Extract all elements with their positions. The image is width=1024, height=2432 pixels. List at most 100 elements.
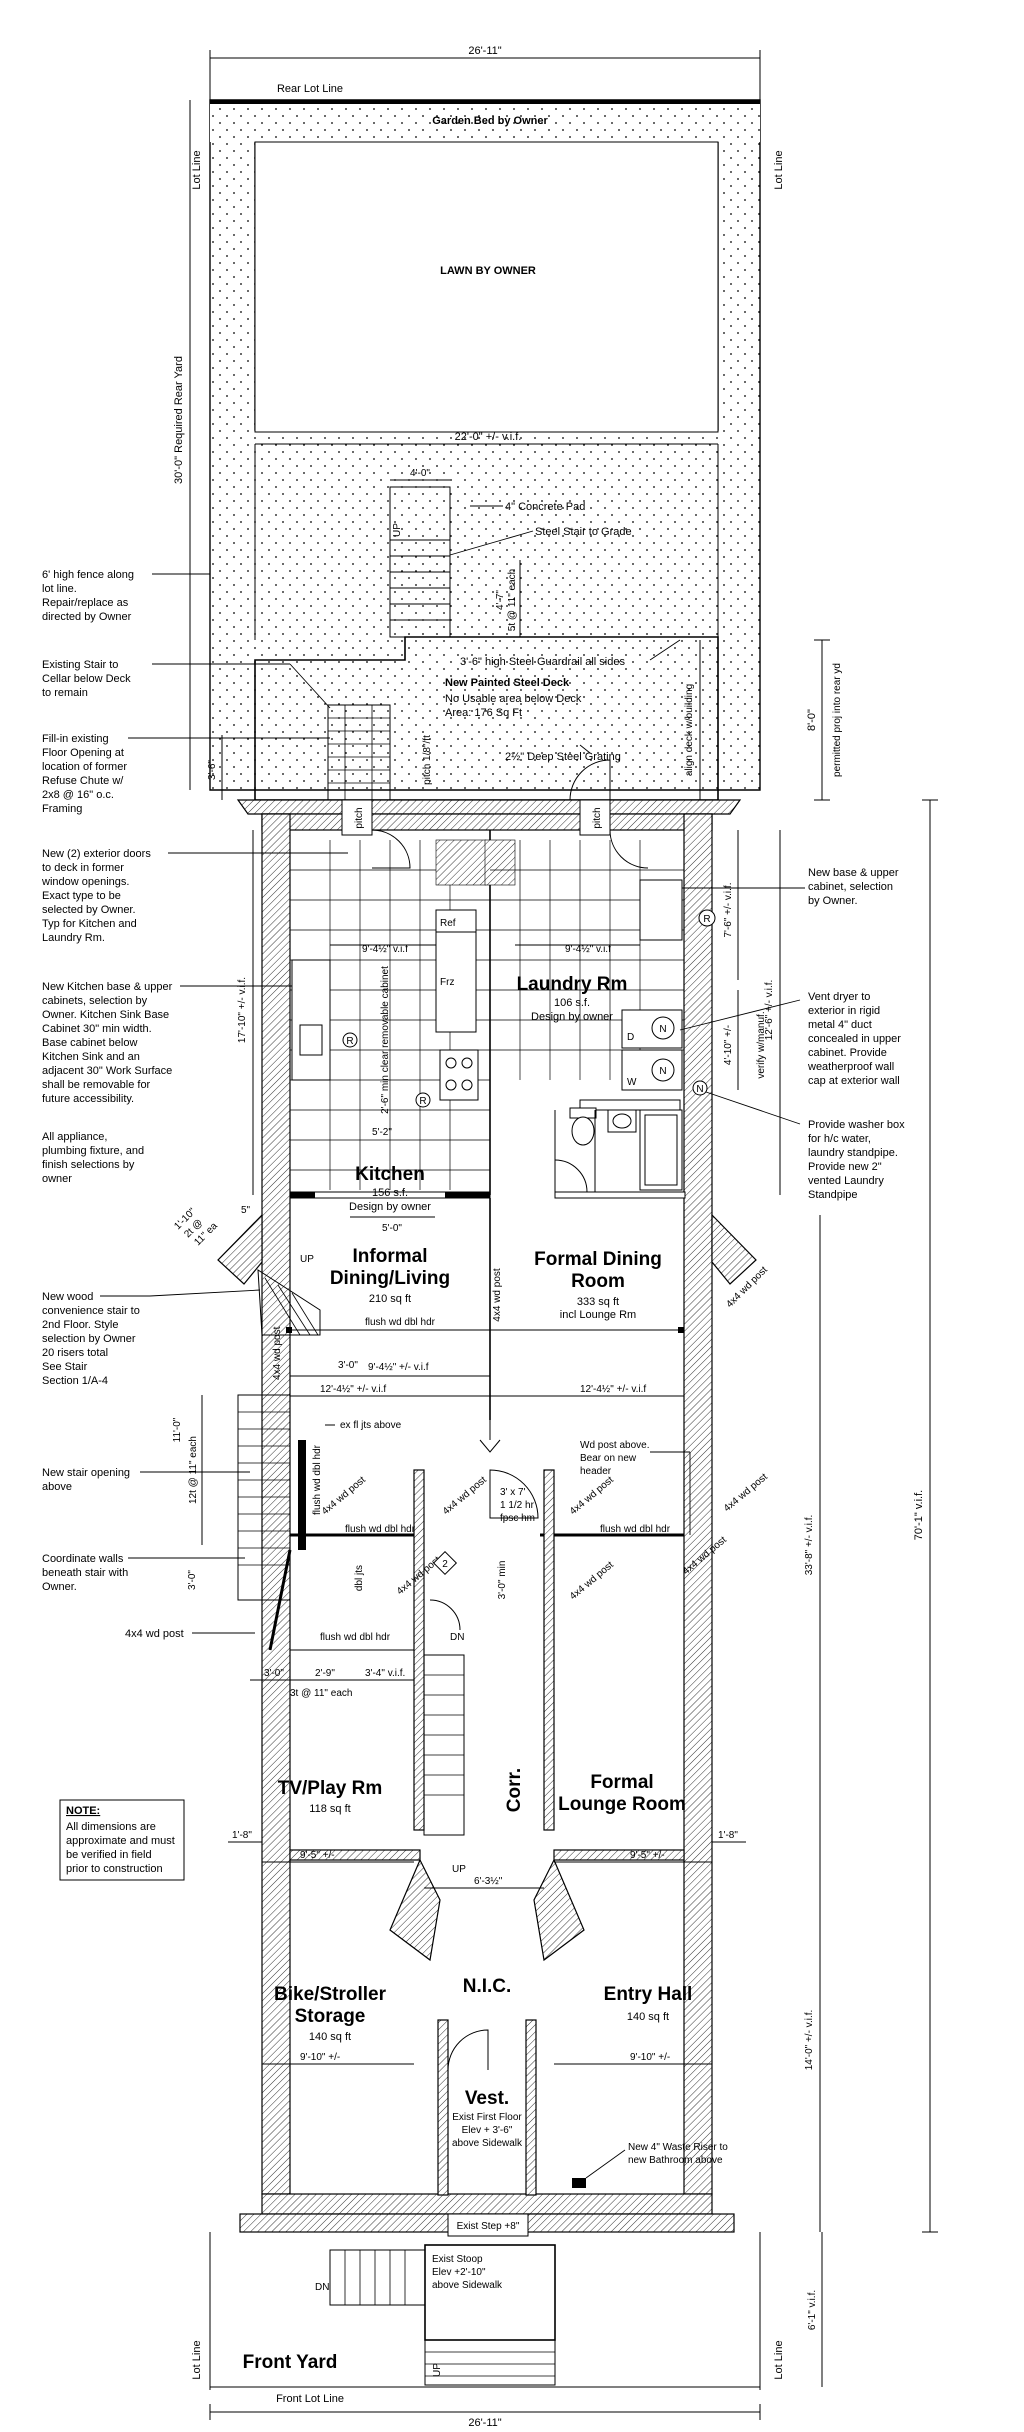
post-a: 4x4 wd post: [320, 1474, 368, 1517]
kitchen-cab-7: adjacent 30" Work Surface: [42, 1065, 172, 1077]
base-upper-2: cabinet, selection: [808, 881, 893, 893]
fill-in-2: Floor Opening at: [42, 747, 124, 759]
dim-11-0: 11'-0": [172, 1417, 183, 1442]
stair-opening-2: above: [42, 1481, 72, 1493]
fence-1: 6' high fence along: [42, 569, 134, 581]
kitchen-cab-2: cabinets, selection by: [42, 995, 148, 1007]
left-stair-header: flush wd dbl hdr: [312, 1444, 323, 1515]
vent-dryer-7: cap at exterior wall: [808, 1075, 900, 1087]
steel-stair-label: Steel Stair to Grade: [535, 526, 632, 538]
kitchen-cab-8: shall be removable for: [42, 1079, 151, 1091]
dim-5-0: 5'-0": [382, 1223, 402, 1234]
exist-step: Exist Step +8": [457, 2221, 520, 2232]
dim-3-0-top: 3'-0": [338, 1360, 358, 1371]
new-doors-7: Laundry Rm.: [42, 932, 105, 944]
existing-stair-3: to remain: [42, 687, 88, 699]
right-dimensions: 70'-1" v.i.f. 33'-8" +/- v.i.f. 14'-0" +…: [723, 799, 938, 2233]
fpsc-1: 3' x 7': [500, 1487, 526, 1498]
front-yard: Exist Step +8" DN Exist Stoop Elev +2'-1…: [191, 2213, 823, 2429]
deck-area: Area: 176 Sq Ft: [445, 707, 522, 719]
lot-line-left-rear: Lot Line: [191, 150, 203, 189]
fill-in-5: 2x8 @ 16" o.c.: [42, 789, 114, 801]
lounge-name1: Formal: [590, 1772, 653, 1793]
washer-box-n-label: N: [696, 1084, 703, 1095]
pitch-label-laundry: pitch: [592, 807, 603, 828]
dim-7-6: 7'-6" +/- v.i.f.: [723, 882, 734, 937]
wood-stair-4: selection by Owner: [42, 1333, 136, 1345]
wd-post-3: header: [580, 1466, 612, 1477]
appliance-3: finish selections by: [42, 1159, 135, 1171]
kitchen-name: Kitchen: [355, 1164, 425, 1185]
front-yard-depth: 6'-1" v.i.f.: [807, 2290, 818, 2330]
waste-riser-2: new Bathroom above: [628, 2155, 723, 2166]
dim-12-4-left: 12'-4½" +/- v.i.f: [320, 1384, 386, 1395]
appliance-1: All appliance,: [42, 1131, 107, 1143]
tv-and-lounge: flush wd dbl hdr 3'-0" 2'-9" 3'-4" v.i.f…: [228, 1632, 746, 1889]
building-walls: [217, 799, 757, 2233]
informal-header: flush wd dbl hdr: [365, 1317, 436, 1328]
fill-in-6: Framing: [42, 803, 82, 815]
dim-33-8: 33'-8" +/- v.i.f.: [804, 1515, 815, 1576]
vest-note-2: Elev + 3'-6": [462, 2125, 513, 2136]
center-post-label: 4x4 wd post: [492, 1268, 503, 1322]
waste-riser-1: New 4" Waste Riser to: [628, 2142, 728, 2153]
rear-lot-line-label: Rear Lot Line: [277, 83, 343, 95]
dim-4-10: 4'-10" +/-: [723, 1025, 734, 1065]
dim-14-0: 14'-0" +/- v.i.f.: [804, 2010, 815, 2071]
informal-name2: Dining/Living: [330, 1268, 450, 1289]
garden-bed-label: Garden Bed by Owner: [432, 115, 548, 127]
washer-w-label: W: [627, 1077, 637, 1088]
two-marker: 2: [442, 1559, 448, 1570]
vent-dryer-1: Vent dryer to: [808, 991, 870, 1003]
align-deck-label: align deck w/building: [684, 684, 695, 776]
base-upper-1: New base & upper: [808, 867, 899, 879]
stoop-1: Exist Stoop: [432, 2254, 483, 2265]
dim-3-4: 3'-4" v.i.f.: [365, 1668, 405, 1679]
new-doors-6: Typ for Kitchen and: [42, 918, 137, 930]
required-rear-yard-dim: 30'-0" Required Rear Yard: [173, 356, 185, 484]
kitchen-cab-4: Cabinet 30" min width.: [42, 1023, 152, 1035]
informal-name1: Informal: [353, 1246, 428, 1267]
fill-in-3: location of former: [42, 761, 127, 773]
washer-box-6: Standpipe: [808, 1189, 858, 1201]
corr-label: Corr.: [504, 1768, 525, 1812]
interior-partitions: [286, 830, 686, 2196]
bike-name1: Bike/Stroller: [274, 1984, 387, 2005]
dim-1-8-left: 1'-8": [232, 1830, 252, 1841]
laundry-r-label: R: [703, 914, 710, 925]
verify-manuf: verify w/manuf.: [756, 1011, 767, 1078]
post-note: 4x4 wd post: [125, 1628, 184, 1640]
deck-projection-note: permitted proj into rear yd: [832, 663, 843, 777]
wood-stair-6: See Stair: [42, 1361, 88, 1373]
left-post-label: 4x4 wd post: [272, 1326, 283, 1380]
wood-stair-3: 2nd Floor. Style: [42, 1319, 118, 1331]
front-lot-line-label: Front Lot Line: [276, 2393, 344, 2405]
post-d: 4x4 wd post: [722, 1471, 770, 1514]
note-body-1: All dimensions are: [66, 1821, 156, 1833]
deck-projection-dim: 8'-0": [806, 709, 818, 731]
bike-name2: Storage: [295, 2006, 366, 2027]
new-doors-2: to deck in former: [42, 862, 124, 874]
vent-dryer-2: exterior in rigid: [808, 1005, 880, 1017]
deck-title: New Painted Steel Deck: [445, 677, 570, 689]
dim-5-2: 5'-2": [372, 1127, 392, 1138]
dim-6-3: 6'-3½": [474, 1876, 503, 1887]
deck-left-dim: 3'-6": [207, 760, 218, 780]
vent-dryer-4: concealed in upper: [808, 1033, 901, 1045]
stair-opening-1: New stair opening: [42, 1467, 130, 1479]
dim-9-4: 9'-4½" +/- v.i.f: [368, 1362, 429, 1373]
informal-area: 210 sq ft: [369, 1293, 411, 1305]
deck-up-label: UP: [392, 523, 403, 537]
formal-dining-name2: Room: [571, 1271, 625, 1292]
fence-2: lot line.: [42, 583, 77, 595]
washer-box-5: vented Laundry: [808, 1175, 884, 1187]
grating-label: 2½" Deep Steel Grating: [505, 751, 621, 763]
coordinate-2: beneath stair with: [42, 1567, 128, 1579]
formal-dining-incl: incl Lounge Rm: [560, 1309, 636, 1321]
kitchen-r-icon: [342, 1032, 358, 1048]
stair-treads-dim: 5t @ 11" each: [507, 569, 518, 631]
dim-3-0b: 3'-0": [264, 1668, 284, 1679]
dim-1-8-right: 1'-8": [718, 1830, 738, 1841]
appliance-4: owner: [42, 1173, 72, 1185]
